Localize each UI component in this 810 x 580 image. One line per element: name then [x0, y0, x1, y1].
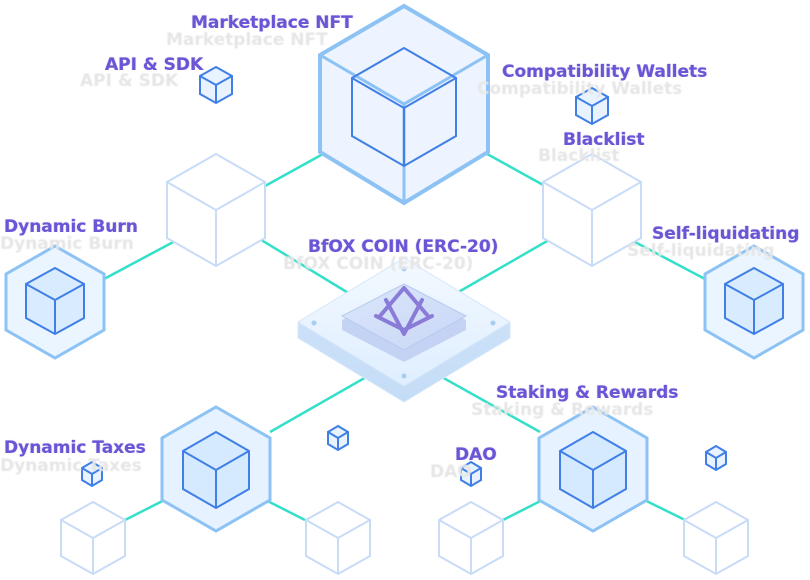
connector-center-taxes	[269, 374, 369, 434]
wallets-label-shadow: Compatibility Wallets	[477, 79, 683, 99]
dao-label-shadow: DAO	[430, 462, 472, 482]
central-coin-platform	[297, 257, 511, 403]
burn-label: Dynamic Burn	[4, 217, 138, 237]
burn-label-shadow: Dynamic Burn	[0, 234, 134, 254]
outline-cube-bottom-1	[60, 500, 126, 576]
taxes-label: Dynamic Taxes	[4, 438, 146, 458]
blacklist-label-shadow: Blacklist	[538, 146, 620, 166]
liquidating-label-shadow: Self-liquidating	[627, 241, 775, 261]
outline-cube-bottom-2	[305, 500, 371, 576]
outline-cube-right	[542, 152, 642, 268]
burn-cube	[4, 244, 106, 360]
outline-cube-bottom-4	[683, 500, 749, 576]
coin-label: BfOX COIN (ERC-20)	[308, 237, 499, 257]
small-cube-icon-api	[199, 65, 233, 105]
marketplace-cube	[318, 3, 490, 206]
staking-label-shadow: Staking & Rewards	[471, 400, 654, 420]
small-cube-icon-right	[705, 444, 727, 472]
small-cube-icon-center-left	[327, 424, 349, 452]
liquidating-cube	[703, 244, 805, 360]
staking-label: Staking & Rewards	[496, 383, 679, 403]
taxes-label-shadow: Dynamic Taxes	[0, 456, 142, 476]
coin-label-shadow: BfOX COIN (ERC-20)	[283, 254, 474, 274]
bfox-logo-icon	[374, 286, 434, 336]
marketplace-label-shadow: Marketplace NFT	[166, 30, 328, 50]
staking-cube	[537, 405, 649, 533]
connector-center-staking	[439, 374, 541, 434]
outline-cube-bottom-3	[438, 500, 504, 576]
api-label: API & SDK	[105, 55, 204, 75]
outline-cube-left	[166, 152, 266, 268]
small-cube-icon-wallets	[575, 86, 609, 126]
wallets-label: Compatibility Wallets	[502, 62, 708, 82]
small-cube-icon-taxes	[81, 460, 103, 488]
api-label-shadow: API & SDK	[80, 71, 179, 91]
small-cube-icon-dao	[460, 460, 482, 488]
liquidating-label: Self-liquidating	[652, 224, 800, 244]
dao-label: DAO	[455, 445, 497, 465]
blacklist-label: Blacklist	[563, 130, 645, 150]
marketplace-label: Marketplace NFT	[191, 13, 353, 33]
taxes-cube	[160, 405, 272, 533]
